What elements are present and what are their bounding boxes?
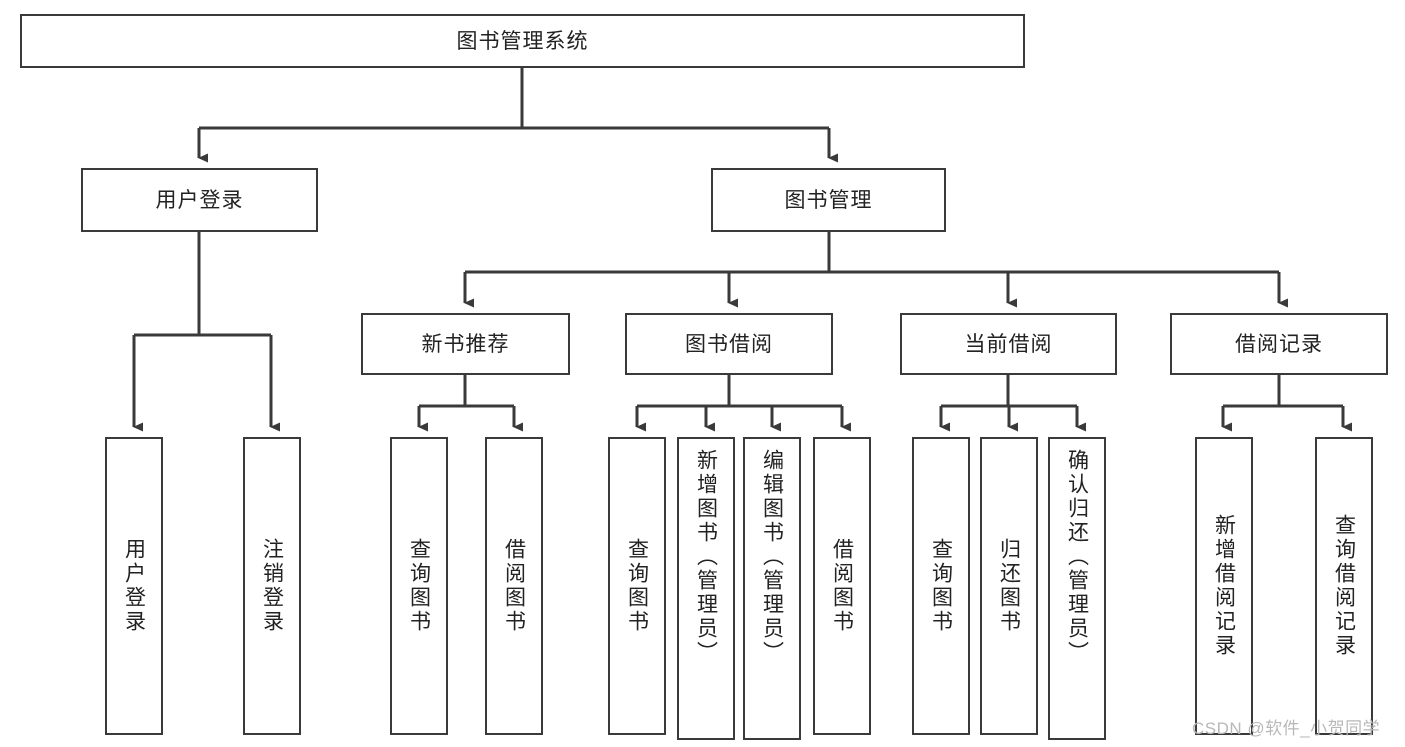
node-new-book-recommend[interactable]: 新书推荐 (361, 313, 570, 375)
node-leaf-query-record-label: 查询借阅记录 (1332, 514, 1356, 658)
node-root-label: 图书管理系统 (456, 29, 589, 53)
node-leaf-query-book-1[interactable]: 查询图书 (390, 437, 448, 735)
node-user-login-label: 用户登录 (155, 188, 244, 212)
node-leaf-confirm-return-label: 确认归还（管理员） (1065, 449, 1089, 665)
node-leaf-query-book-2-label: 查询图书 (625, 538, 649, 634)
node-leaf-add-book-label: 新增图书（管理员） (694, 449, 718, 665)
node-current-borrow[interactable]: 当前借阅 (900, 313, 1117, 375)
node-leaf-return-book[interactable]: 归还图书 (980, 437, 1038, 735)
node-borrow-record[interactable]: 借阅记录 (1170, 313, 1388, 375)
node-leaf-add-book[interactable]: 新增图书（管理员） (677, 437, 735, 740)
node-leaf-return-book-label: 归还图书 (997, 538, 1021, 634)
node-book-management-label: 图书管理 (784, 188, 873, 212)
node-leaf-logout[interactable]: 注销登录 (243, 437, 301, 735)
node-book-borrow[interactable]: 图书借阅 (625, 313, 833, 375)
node-leaf-logout-label: 注销登录 (260, 538, 284, 634)
node-leaf-confirm-return[interactable]: 确认归还（管理员） (1048, 437, 1106, 740)
node-root[interactable]: 图书管理系统 (20, 14, 1025, 68)
node-leaf-add-record[interactable]: 新增借阅记录 (1195, 437, 1253, 735)
node-current-borrow-label: 当前借阅 (964, 332, 1053, 356)
node-leaf-borrow-book-2[interactable]: 借阅图书 (813, 437, 871, 735)
node-new-book-recommend-label: 新书推荐 (421, 332, 510, 356)
node-leaf-query-book-1-label: 查询图书 (407, 538, 431, 634)
node-leaf-edit-book-label: 编辑图书（管理员） (760, 449, 784, 665)
node-user-login[interactable]: 用户登录 (81, 168, 318, 232)
node-book-borrow-label: 图书借阅 (685, 332, 773, 356)
node-leaf-user-login-label: 用户登录 (122, 538, 146, 634)
node-leaf-borrow-book-1-label: 借阅图书 (502, 538, 526, 634)
node-leaf-add-record-label: 新增借阅记录 (1212, 514, 1236, 658)
node-leaf-query-book-3-label: 查询图书 (929, 538, 953, 634)
node-leaf-query-book-3[interactable]: 查询图书 (912, 437, 970, 735)
node-leaf-user-login[interactable]: 用户登录 (105, 437, 163, 735)
node-leaf-borrow-book-2-label: 借阅图书 (830, 538, 854, 634)
node-leaf-query-record[interactable]: 查询借阅记录 (1315, 437, 1373, 735)
node-borrow-record-label: 借阅记录 (1235, 332, 1323, 356)
node-leaf-borrow-book-1[interactable]: 借阅图书 (485, 437, 543, 735)
node-leaf-edit-book[interactable]: 编辑图书（管理员） (743, 437, 801, 740)
node-leaf-query-book-2[interactable]: 查询图书 (608, 437, 666, 735)
node-book-management[interactable]: 图书管理 (711, 168, 946, 232)
